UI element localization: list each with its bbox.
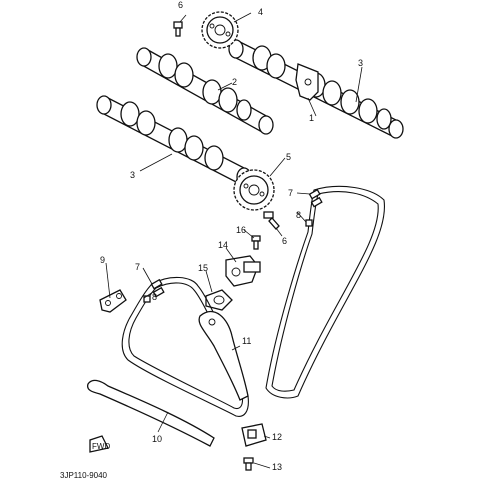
guide-holder <box>241 423 267 447</box>
front-direction-marker: FWD <box>89 435 110 453</box>
callout-8-right: 8 <box>296 210 301 220</box>
tensioner-gasket <box>205 289 233 311</box>
callout-5: 5 <box>286 152 291 162</box>
callout-8-left: 8 <box>152 292 157 302</box>
chain-joint-right <box>305 188 323 227</box>
sprocket-bolt-lower <box>263 211 280 230</box>
cam-bracket <box>295 63 319 101</box>
cam-sprocket-upper <box>201 11 239 49</box>
camshaft-middle <box>136 47 274 135</box>
callout-4: 4 <box>258 7 263 17</box>
callout-10: 10 <box>152 434 162 444</box>
front-marker-label: FWD <box>92 442 110 451</box>
holder-bolt <box>243 457 254 471</box>
callout-3-upper: 3 <box>358 58 363 68</box>
cam-chain-right <box>265 185 386 399</box>
camshaft-lower <box>96 95 252 187</box>
callout-13: 13 <box>272 462 282 472</box>
drawing-code: 3JP110-9040 <box>60 471 108 480</box>
callout-9: 9 <box>100 255 105 265</box>
callout-11: 11 <box>242 336 251 346</box>
chain-guide-exhaust <box>86 379 215 447</box>
callout-7-left: 7 <box>135 262 140 272</box>
chain-guide-tensioner <box>198 310 249 401</box>
chain-tensioner <box>225 255 261 287</box>
callout-15: 15 <box>198 263 208 273</box>
callout-2: 2 <box>232 77 237 87</box>
callout-6-upper: 6 <box>178 0 183 10</box>
callout-16: 16 <box>236 225 246 235</box>
callout-1: 1 <box>309 113 314 123</box>
callout-6-lower: 6 <box>282 236 287 246</box>
tensioner-bolt <box>251 235 261 250</box>
chain-guide-stopper <box>99 289 127 313</box>
callout-7-right: 7 <box>288 188 293 198</box>
sprocket-bolt-upper <box>173 21 183 37</box>
callout-14: 14 <box>218 240 228 250</box>
cam-chain-left <box>121 276 249 417</box>
callout-12: 12 <box>272 432 282 442</box>
callout-3-lower: 3 <box>130 170 135 180</box>
cam-sprocket-lower <box>233 169 275 211</box>
leader-lines <box>105 12 363 469</box>
